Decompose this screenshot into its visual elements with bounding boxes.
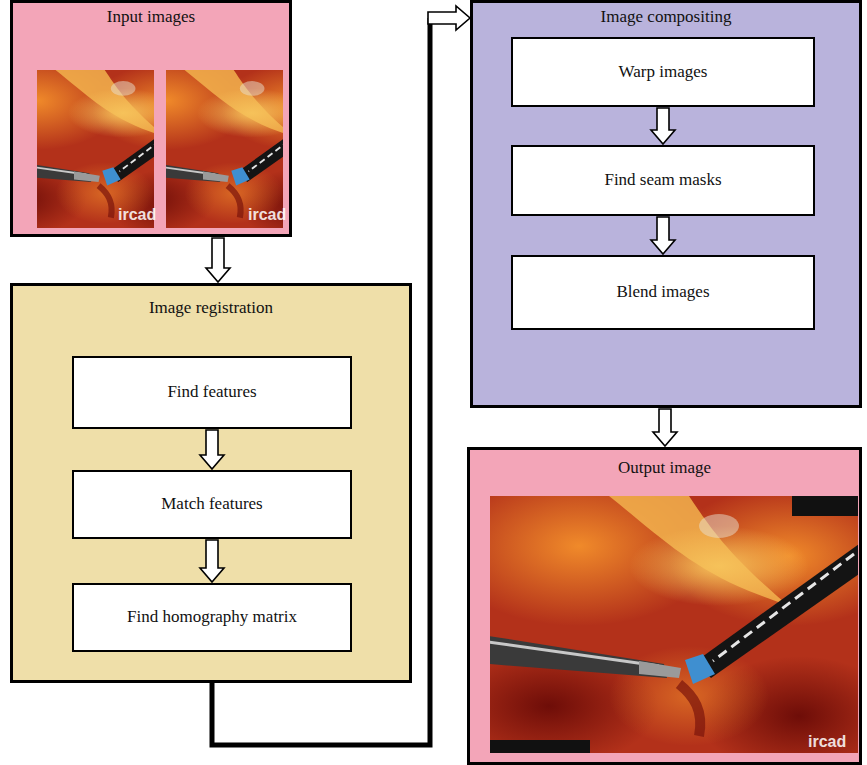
block-arrow <box>651 217 675 254</box>
block-arrow <box>651 108 675 144</box>
step-label: Find seam masks <box>604 170 721 190</box>
flow-arrow <box>653 409 677 446</box>
panel-title: Image compositing <box>473 7 859 27</box>
group-panel: Image compositingWarp imagesFind seam ma… <box>470 0 862 408</box>
process-box: Find features <box>72 356 352 429</box>
group-panel: Image registrationFind featuresMatch fea… <box>10 283 412 683</box>
flow-arrow <box>200 540 224 582</box>
flow-arrow <box>200 430 224 469</box>
panel-title: Image registration <box>13 298 409 318</box>
output-photo <box>439 466 867 765</box>
process-box: Warp images <box>511 37 815 107</box>
step-label: Warp images <box>619 62 708 82</box>
block-arrow <box>428 6 470 30</box>
step-label: Match features <box>161 494 262 514</box>
panel-title: Output image <box>470 458 859 478</box>
flow-arrow <box>651 217 675 254</box>
panel-title: Input images <box>13 7 289 27</box>
process-box: Match features <box>72 470 352 539</box>
block-arrow <box>653 409 677 446</box>
step-label: Find features <box>167 382 256 402</box>
flow-arrow <box>212 6 470 745</box>
watermark: ircad <box>808 733 846 751</box>
warp-border <box>490 740 590 753</box>
flow-line <box>212 18 430 745</box>
block-arrow <box>206 238 230 282</box>
block-arrow <box>200 430 224 469</box>
input-photo <box>80 52 369 243</box>
process-box: Find seam masks <box>511 145 815 216</box>
flow-arrow <box>651 108 675 144</box>
step-label: Blend images <box>616 282 709 302</box>
watermark: ircad <box>118 206 156 224</box>
block-arrow <box>200 540 224 582</box>
process-box: Find homography matrix <box>72 583 352 652</box>
process-box: Blend images <box>511 255 815 330</box>
flow-arrow <box>206 238 230 282</box>
step-label: Find homography matrix <box>127 607 297 627</box>
warp-border <box>792 496 858 516</box>
watermark: ircad <box>248 206 286 224</box>
